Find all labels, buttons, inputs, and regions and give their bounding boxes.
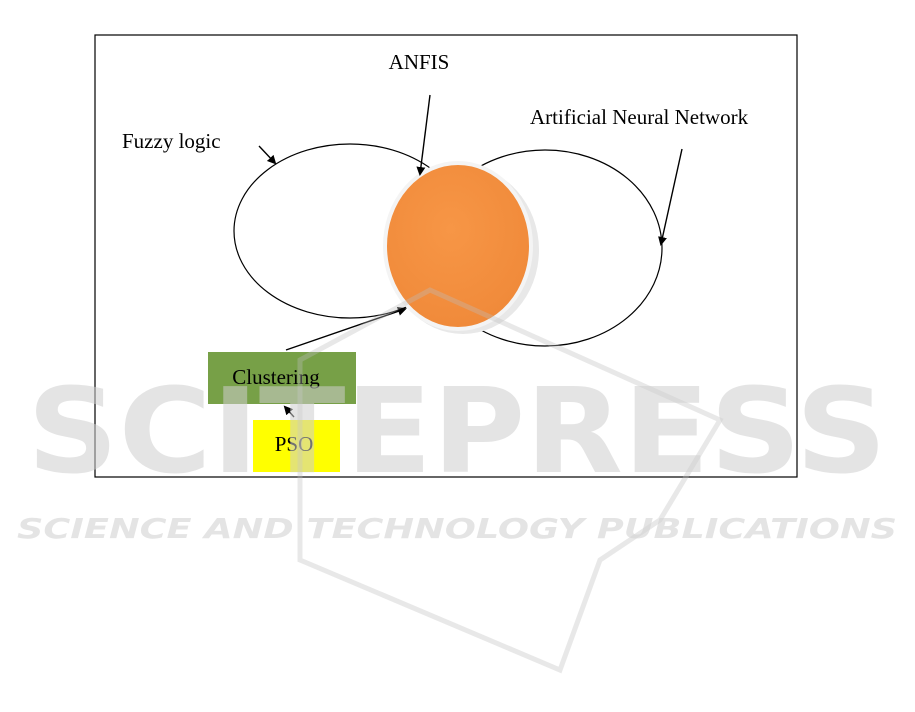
ann-label: Artificial Neural Network bbox=[530, 105, 749, 129]
watermark-main: SCITEPRESS bbox=[27, 362, 887, 500]
fuzzy-logic-label: Fuzzy logic bbox=[122, 129, 221, 153]
fuzzy-arrow bbox=[259, 146, 275, 163]
anfis-label: ANFIS bbox=[389, 50, 450, 74]
watermark: SCITEPRESS SCIENCE AND TECHNOLOGY PUBLIC… bbox=[17, 290, 897, 670]
ann-arrow bbox=[661, 149, 682, 244]
watermark-sub: SCIENCE AND TECHNOLOGY PUBLICATIONS bbox=[17, 512, 897, 545]
anfis-arrow bbox=[420, 95, 430, 174]
